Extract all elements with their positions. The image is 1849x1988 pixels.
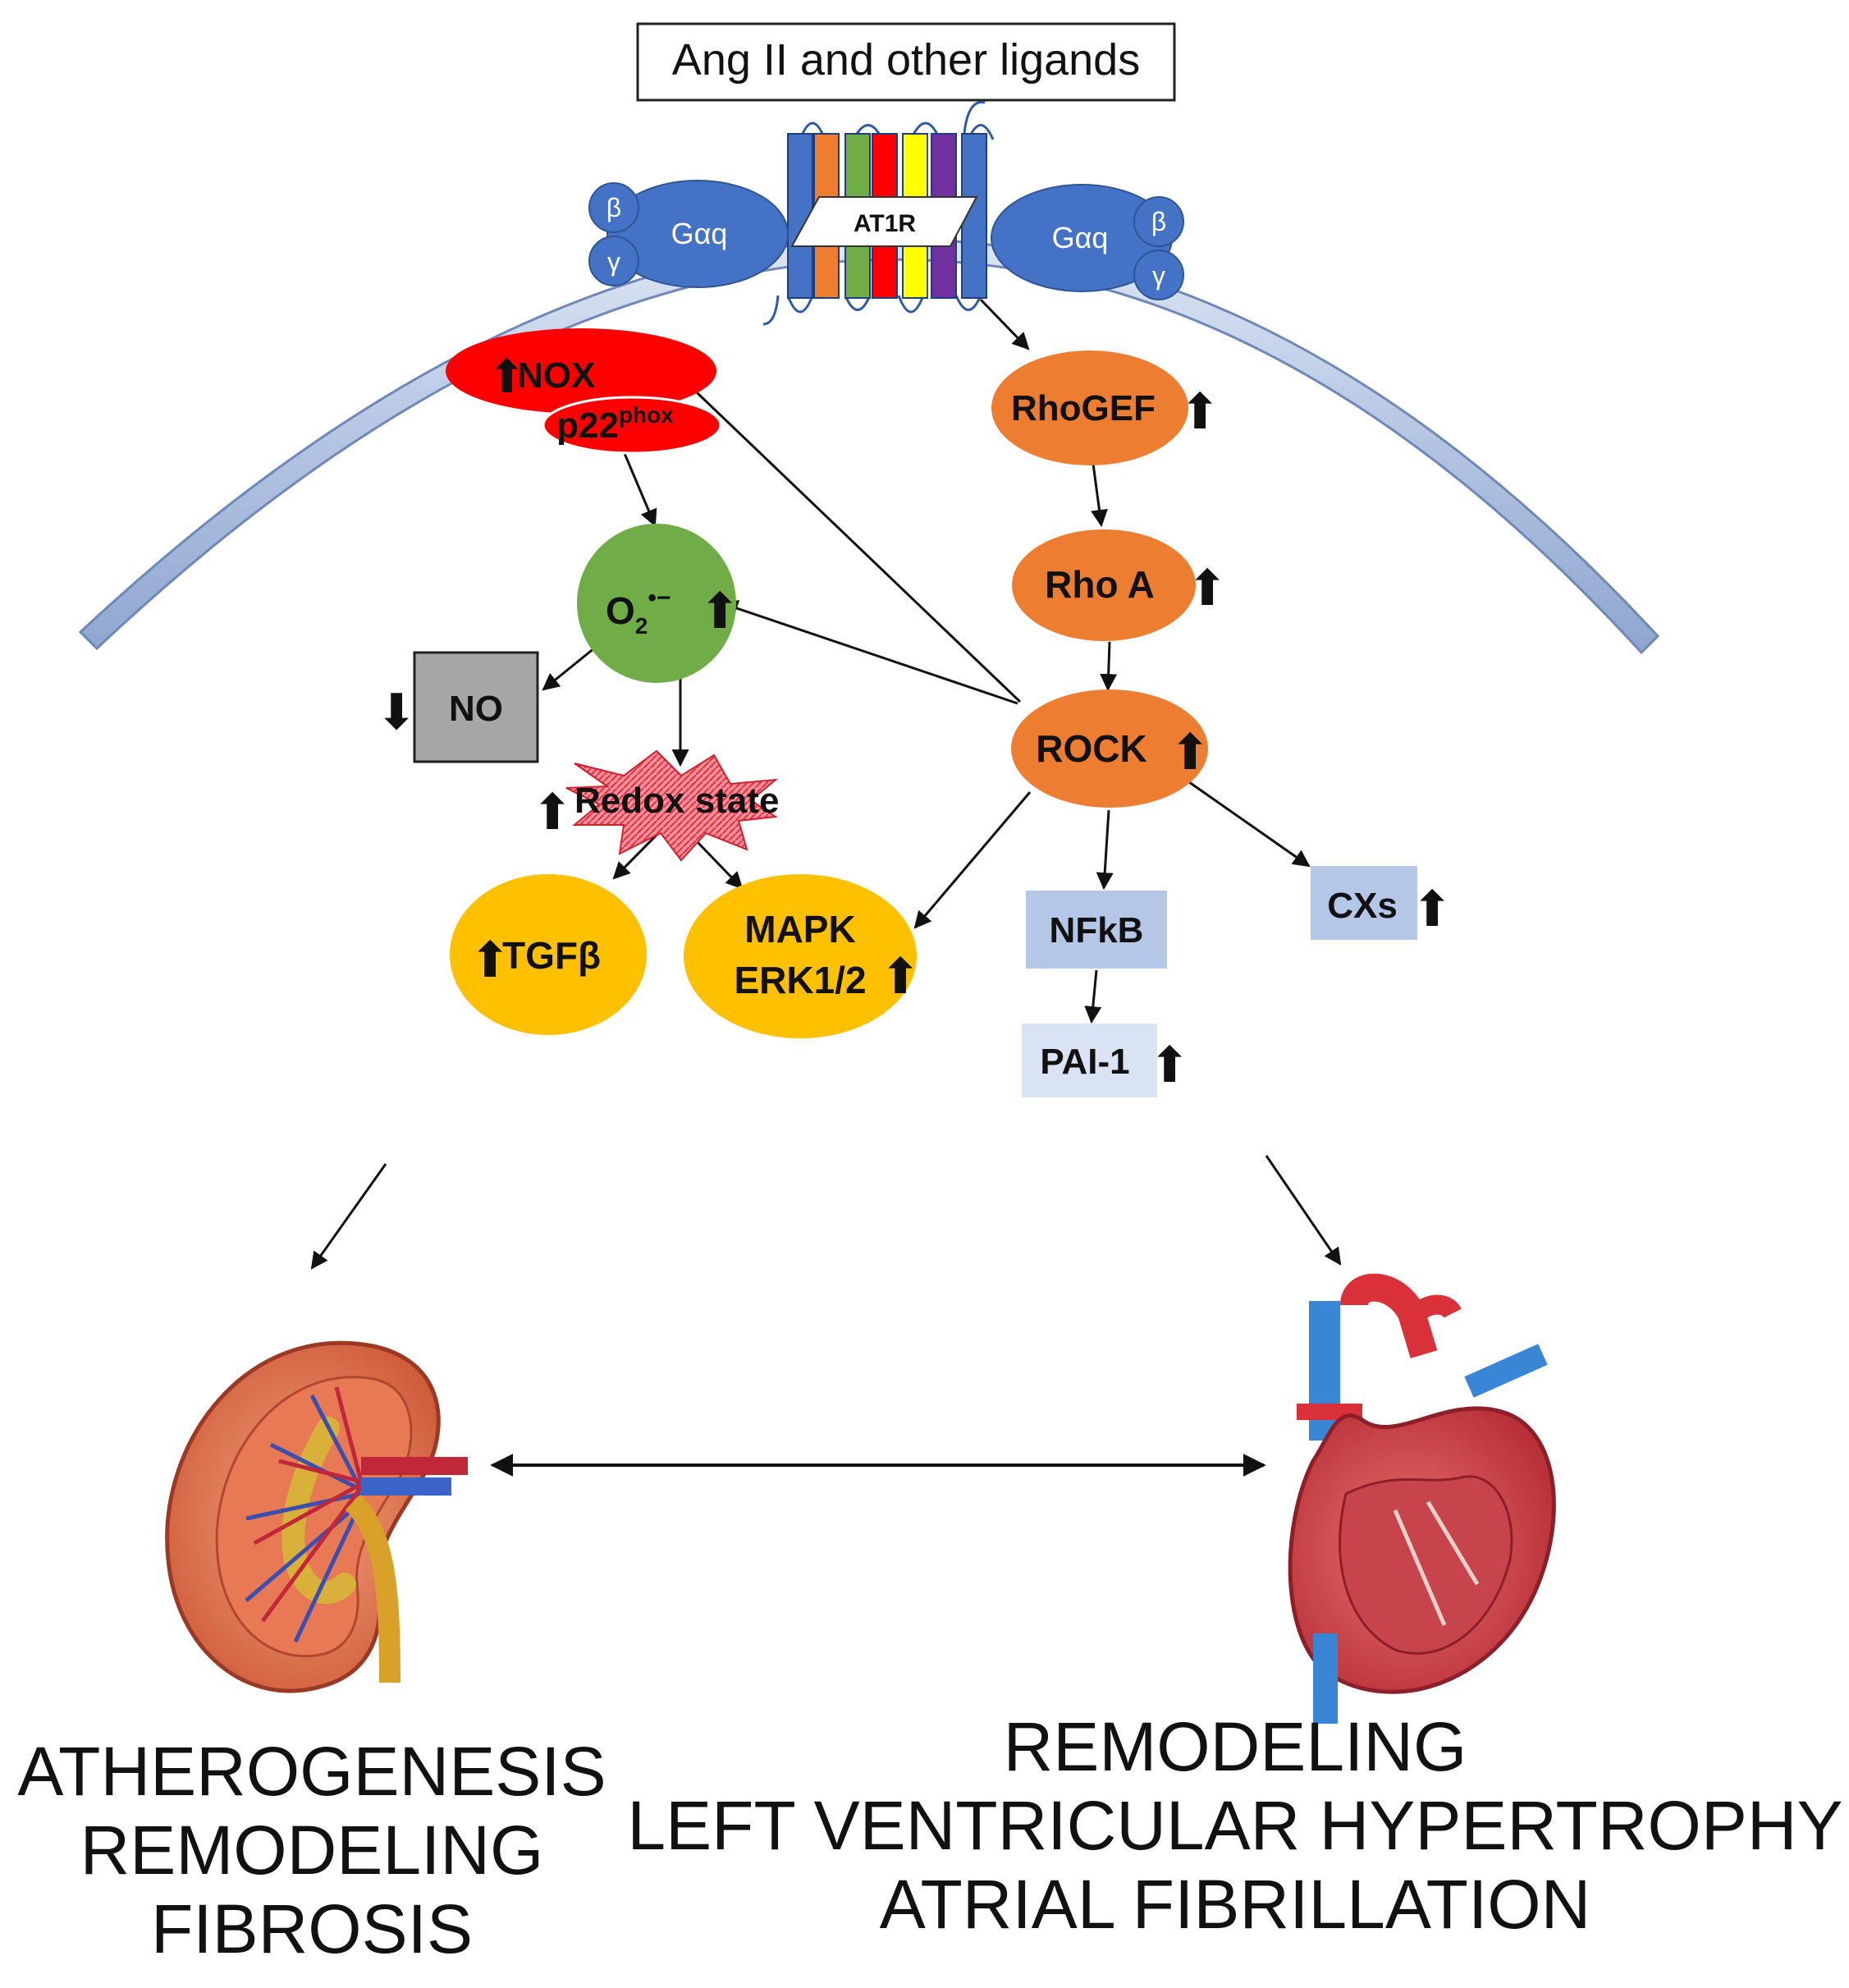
- p22-label: p22: [556, 405, 619, 446]
- nox-label: NOX: [517, 355, 595, 396]
- rock-label: ROCK: [1036, 727, 1146, 770]
- redox-label: Redox state: [574, 781, 779, 821]
- cxs-up-arrow: ⬆: [1412, 882, 1453, 937]
- no-node: NO ⬇: [376, 651, 539, 763]
- heart-illustration: [1288, 1273, 1556, 1724]
- receptor-label: AT1R: [854, 210, 916, 237]
- pai1-up-arrow: ⬆: [1149, 1038, 1190, 1092]
- superoxide-label: O: [606, 589, 635, 632]
- kidney-outcome-2: REMODELING: [80, 1812, 544, 1889]
- rhoa-label: Rho A: [1045, 563, 1155, 606]
- redox-burst: [565, 749, 779, 862]
- g-alpha-right: Gαq: [1052, 221, 1109, 254]
- heart-outcome-1: REMODELING: [1003, 1708, 1467, 1785]
- rhoa-node: Rho A ⬆: [1012, 529, 1228, 641]
- pai1-node: PAI-1 ⬆: [1022, 1024, 1190, 1097]
- kidney-outcomes: ATHEROGENESIS REMODELING FIBROSIS: [0, 1732, 624, 1968]
- nox-up-arrow: ⬆: [487, 350, 526, 402]
- ligand-box: Ang II and other ligands: [636, 22, 1176, 102]
- g-gamma-left: γ: [607, 247, 620, 277]
- g-protein-right: Gαq β γ: [991, 184, 1184, 300]
- pai1-label: PAI-1: [1040, 1042, 1129, 1082]
- cxs-label: CXs: [1327, 886, 1398, 926]
- kidney-illustration: [165, 1340, 468, 1693]
- heart-outcome-2: LEFT VENTRICULAR HYPERTROPHY: [627, 1787, 1843, 1864]
- nox-complex: ⬆ NOX p22phox: [446, 328, 722, 455]
- p22-sup: phox: [619, 402, 674, 428]
- rhoa-up-arrow: ⬆: [1187, 561, 1228, 616]
- rhogef-node: RhoGEF ⬆: [991, 350, 1220, 465]
- superoxide-up-arrow: ⬆: [699, 584, 740, 639]
- redox-up-arrow: ⬆: [532, 785, 573, 840]
- tgfb-node: ⬆ TGFβ: [450, 874, 647, 1035]
- redox-node: ⬆ Redox state: [532, 749, 779, 862]
- mapk-label-2: ERK1/2: [734, 959, 866, 1001]
- rock-node: ROCK ⬆: [1011, 689, 1211, 808]
- rhogef-label: RhoGEF: [1011, 388, 1156, 428]
- mapk-up-arrow: ⬆: [880, 949, 921, 1004]
- g-alpha-left: Gαq: [671, 217, 728, 250]
- mapk-label-1: MAPK: [744, 908, 855, 950]
- superoxide-sup: •−: [648, 584, 670, 612]
- ligand-label: Ang II and other ligands: [672, 35, 1140, 85]
- kidney-outcome-3: FIBROSIS: [150, 1890, 474, 1967]
- svg-text:O2•−: O2•−: [606, 584, 670, 639]
- svg-text:p22phox: p22phox: [556, 402, 674, 446]
- cell-membrane: [78, 237, 1660, 655]
- heart-outcomes: REMODELING LEFT VENTRICULAR HYPERTROPHY …: [624, 1707, 1847, 1944]
- mapk-node: MAPK ERK1/2 ⬆: [684, 874, 921, 1038]
- tgfb-label: TGFβ: [502, 934, 601, 977]
- nfkb-label: NFkB: [1050, 910, 1144, 950]
- g-gamma-right: γ: [1152, 261, 1165, 291]
- heart-outcome-3: ATRIAL FIBRILLATION: [879, 1866, 1591, 1943]
- superoxide-node: O2•− ⬆: [577, 524, 740, 683]
- g-protein-left: Gαq β γ: [588, 180, 789, 288]
- cxs-node: CXs ⬆: [1311, 866, 1453, 940]
- kidney-outcome-1: ATHEROGENESIS: [17, 1733, 606, 1810]
- superoxide-sub: 2: [635, 613, 648, 639]
- tgfb-up-arrow: ⬆: [469, 932, 510, 987]
- nfkb-node: NFkB: [1026, 891, 1167, 969]
- no-down-arrow: ⬇: [376, 685, 417, 740]
- g-beta-left: β: [606, 193, 621, 222]
- rock-up-arrow: ⬆: [1169, 725, 1211, 780]
- no-label: NO: [449, 689, 503, 729]
- g-beta-right: β: [1151, 207, 1166, 236]
- rhogef-up-arrow: ⬆: [1179, 384, 1220, 439]
- at1r-label-box: AT1R: [790, 196, 978, 247]
